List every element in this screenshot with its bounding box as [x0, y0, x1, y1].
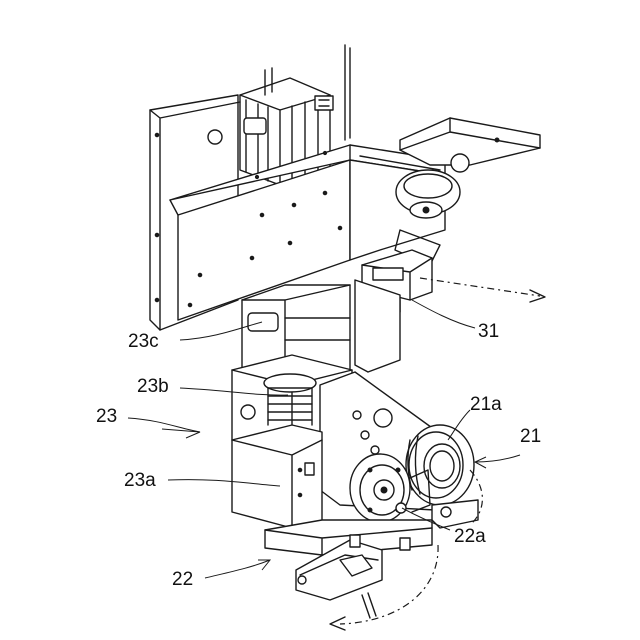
label-21a: 21a — [470, 394, 502, 415]
axis-arrow — [420, 278, 545, 302]
label-21: 21 — [520, 426, 541, 447]
label-22: 22 — [172, 569, 193, 590]
label-22a: 22a — [454, 526, 486, 547]
label-23: 23 — [96, 406, 117, 427]
right-arm — [395, 118, 540, 265]
pulley-21 — [406, 425, 474, 505]
label-31: 31 — [478, 321, 499, 342]
base-plate — [432, 500, 478, 528]
label-23b: 23b — [137, 376, 169, 397]
label-23c: 23c — [128, 331, 159, 352]
housing-23c — [242, 280, 400, 372]
lower-bracket-22 — [265, 520, 432, 618]
housing-23a — [232, 425, 322, 528]
label-23a: 23a — [124, 470, 156, 491]
